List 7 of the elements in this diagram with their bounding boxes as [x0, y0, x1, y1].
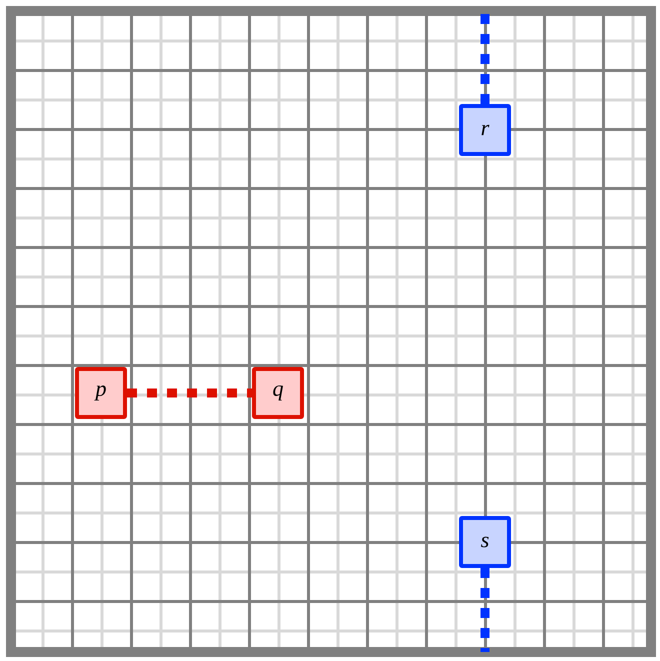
connector	[127, 388, 252, 398]
node-box: p	[75, 367, 127, 419]
node-box: q	[252, 367, 304, 419]
connector	[480, 568, 490, 652]
node-box: r	[459, 104, 511, 156]
node-box: s	[459, 516, 511, 568]
connector	[480, 11, 490, 104]
